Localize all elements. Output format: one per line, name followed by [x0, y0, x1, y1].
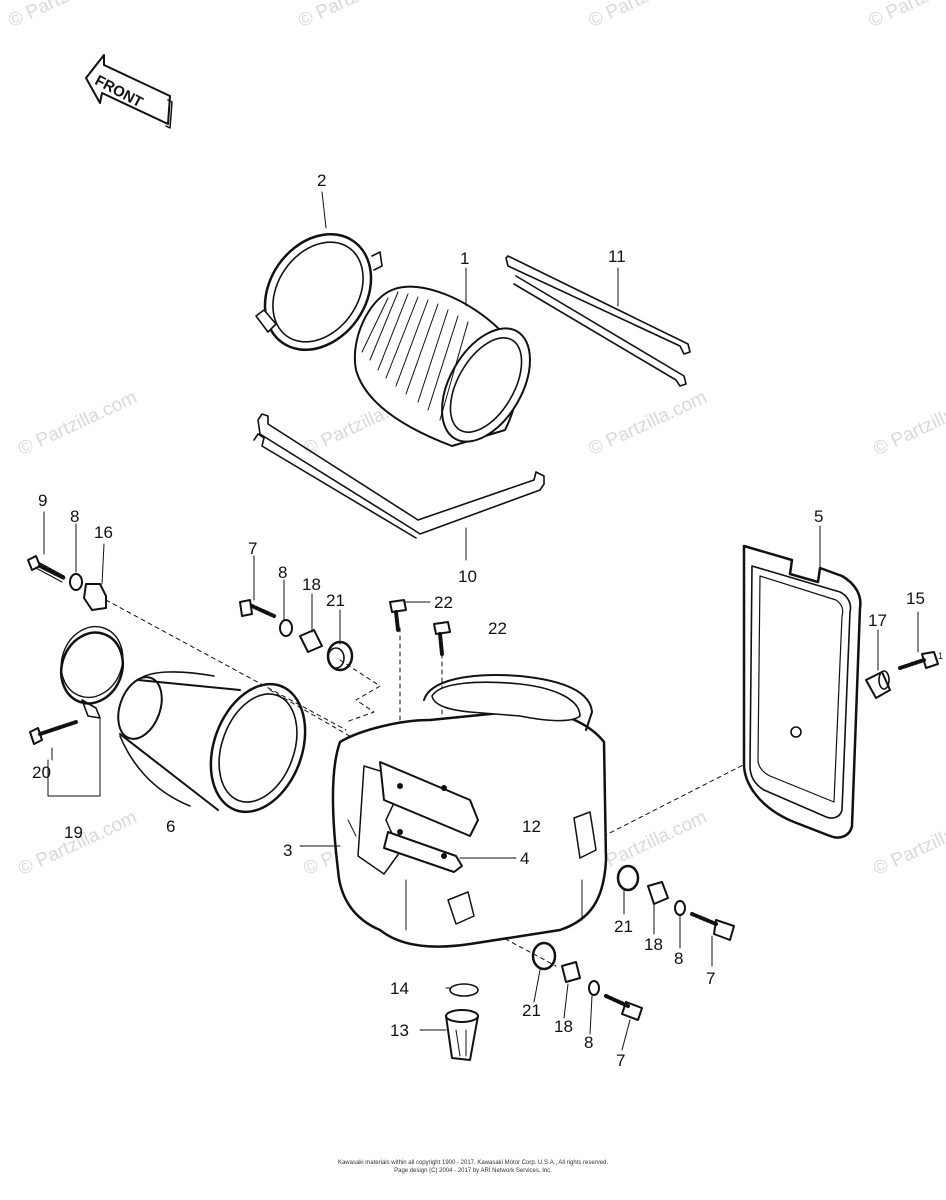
- callout-18-top: 18: [302, 575, 321, 594]
- bolt-7-bottom: [604, 994, 643, 1021]
- plate-4: [383, 831, 463, 873]
- callout-13: 13: [390, 1021, 409, 1040]
- screw-22: [389, 599, 451, 656]
- callout-1: 1: [460, 249, 470, 268]
- callout-22-a: 22: [434, 593, 453, 612]
- screw-15: [898, 651, 939, 670]
- filter-cover-ring: [255, 232, 383, 352]
- screw-20: [29, 720, 78, 745]
- wire-clip-11: [505, 255, 691, 387]
- callout-21-right: 21: [614, 917, 633, 936]
- bolt-7-top: [239, 599, 276, 618]
- callout-6: 6: [166, 817, 176, 836]
- callout-15: 15: [906, 589, 925, 608]
- cover-gasket-5: [742, 544, 862, 839]
- callout-21-top: 21: [326, 591, 345, 610]
- collar-18-right: [647, 881, 669, 905]
- callout-3: 3: [283, 841, 293, 860]
- callout-11: 11: [608, 247, 626, 266]
- cap-17: [865, 670, 891, 699]
- callout-19: 19: [64, 823, 83, 842]
- callout-16: 16: [94, 523, 113, 542]
- copyright-line: Kawasaki materials within all copyright …: [337, 1160, 609, 1166]
- plate-12: [379, 761, 479, 837]
- callout-7-right: 7: [706, 969, 716, 988]
- callout-18-bottom: 18: [554, 1017, 573, 1036]
- page-design-credit: Page design (C) 2004 - 2017 by ARI Netwo…: [394, 1168, 552, 1174]
- bolt-9: [27, 555, 66, 583]
- wire-clip-10: [253, 413, 545, 539]
- air-filter-element: [353, 285, 531, 447]
- grommet-21-top: [326, 640, 354, 672]
- callout-8-left: 8: [70, 507, 80, 526]
- callout-5: 5: [814, 507, 824, 526]
- washer-8-top: [279, 619, 293, 637]
- o-ring-14: [449, 983, 479, 997]
- grommet-21-right: [616, 864, 640, 892]
- callout-7-bottom: 7: [616, 1051, 626, 1070]
- callout-17: 17: [868, 611, 887, 630]
- intake-duct-6: [117, 671, 307, 814]
- callout-4: 4: [520, 849, 530, 868]
- callout-2: 2: [317, 171, 327, 190]
- callout-20: 20: [32, 763, 51, 782]
- callout-7-top: 7: [248, 539, 258, 558]
- collar-18-bottom: [561, 961, 581, 983]
- callout-8-bottom: 8: [584, 1033, 594, 1052]
- callout-10: 10: [458, 567, 477, 586]
- callout-8-right: 8: [674, 949, 684, 968]
- callout-12: 12: [522, 817, 541, 836]
- washer-8: [69, 573, 83, 591]
- front-arrow-icon: [85, 54, 173, 129]
- callout-1-edge: 1: [938, 651, 944, 661]
- collar-18-top: [299, 629, 323, 653]
- callout-21-bottom: 21: [522, 1001, 541, 1020]
- callout-22-b: 22: [488, 619, 507, 638]
- callout-14: 14: [390, 979, 409, 998]
- callout-18-right: 18: [644, 935, 663, 954]
- grommet-21-bottom: [531, 941, 557, 971]
- bolt-7-right: [690, 912, 735, 941]
- drain-plug-13: [445, 1009, 479, 1061]
- washer-8-bottom: [588, 980, 600, 996]
- washer-8-right: [674, 900, 686, 916]
- callout-9: 9: [38, 491, 48, 510]
- callout-8-top: 8: [278, 563, 288, 582]
- rivets: [397, 783, 447, 859]
- bracket-16: [83, 583, 107, 611]
